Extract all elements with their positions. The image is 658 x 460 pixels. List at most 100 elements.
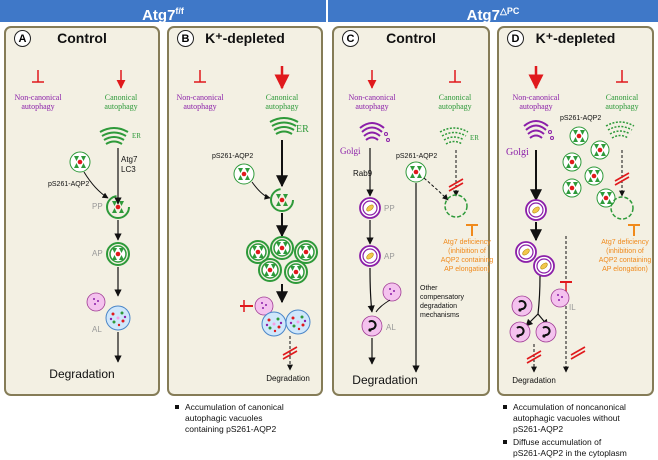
elongation-block-icon [614, 172, 630, 186]
panel-d-note-2-line-2: pS261-AQP2 in the cytoplasm [513, 448, 627, 458]
canonical-label-2: autophagy [104, 102, 137, 111]
er-label: ER [296, 124, 309, 135]
header-left-sup: f/f [175, 6, 184, 16]
deficiency-label-2: (inhibition of [448, 248, 486, 255]
noncanonical-label-2: autophagy [21, 102, 54, 111]
aqp2-to-pp-arrow [251, 181, 271, 200]
autophagosome-4 [259, 259, 281, 281]
other-label-3: degradation [420, 303, 457, 310]
deficiency-label-4: AP elongation) [602, 266, 648, 273]
phagophore [270, 188, 294, 212]
degradation-label: Degradation [49, 367, 114, 381]
golgi-label: Golgi [340, 146, 361, 156]
lysosome-fuse-line [375, 299, 391, 313]
autolysosome-1 [261, 311, 287, 337]
noncanonical-inhibit-icon [193, 69, 207, 83]
autophagosome-3 [295, 241, 317, 263]
canonical-label-2: autophagy [438, 102, 471, 111]
autophagosome-2 [271, 237, 293, 259]
panel-b-diagram: Non-canonical autophagy Canonical autoph… [176, 66, 317, 383]
lysosome [382, 282, 402, 302]
deficiency-label-3: AQP2 containing [599, 257, 652, 264]
noncanonical-autolysosome-3 [535, 321, 557, 343]
golgi-icon [523, 120, 555, 141]
panel-b-letter: B [177, 30, 194, 47]
canonical-label-2: autophagy [605, 102, 638, 111]
pp-label: PP [92, 202, 103, 211]
golgi-label: Golgi [506, 147, 529, 158]
deficiency-inhibit-icon [466, 224, 478, 236]
other-label-1: Other [420, 285, 438, 292]
header-right-base: Atg7 [466, 7, 500, 24]
ps261-label: pS261-AQP2 [212, 153, 253, 160]
canonical-label-1: Canonical [439, 93, 472, 102]
phagophore-dashed [444, 194, 468, 218]
panel-b-note-line-2: autophagic vacuoles [185, 413, 263, 423]
panel-d-note-1: Accumulation of noncanonical autophagic … [503, 402, 655, 435]
aqp2-to-pp-arrow [83, 171, 109, 199]
noncanonical-label-1: Non-canonical [176, 93, 224, 102]
autophagosome-5 [285, 261, 307, 283]
deficiency-label-1: Atg7 deficiency [601, 239, 649, 246]
noncanonical-phagophore [525, 199, 547, 221]
er-dashed-icon [605, 121, 635, 139]
ps261-label: pS261-AQP2 [396, 153, 437, 160]
header-right-sup: △PC [499, 6, 520, 16]
deficiency-label-3: AQP2 containing [441, 257, 494, 264]
canonical-label-1: Canonical [266, 93, 299, 102]
noncanonical-autophagosome-1 [515, 241, 537, 263]
phagophore-dashed [610, 196, 634, 220]
ps261-label: pS261-AQP2 [560, 115, 601, 122]
atg7-label: Atg7 [121, 155, 138, 164]
lc3-label: LC3 [121, 165, 136, 174]
canonical-label-1: Canonical [606, 93, 639, 102]
aqp2-scattered [562, 126, 616, 208]
noncanonical-label-2: autophagy [355, 102, 388, 111]
autolysosome [105, 305, 131, 331]
canonical-label-1: Canonical [105, 93, 138, 102]
aqp2-cluster [405, 161, 427, 183]
er-icon [99, 127, 129, 145]
panel-c-letter: C [342, 30, 359, 47]
panel-a-letter: A [14, 30, 31, 47]
ps261-label: pS261-AQP2 [48, 181, 89, 188]
header-left-base: Atg7 [142, 7, 176, 24]
golgi-icon [359, 122, 391, 143]
panel-a-diagram: Non-canonical autophagy Canonical autoph… [14, 69, 141, 381]
aqp2-cluster [69, 151, 91, 173]
header-atg7-pc: Atg7△PC [328, 0, 658, 24]
lysosome-inhibited [550, 281, 572, 308]
noncanonical-autophagosome-2 [533, 255, 555, 277]
panel-d-note-2: Diffuse accumulation of pS261-AQP2 in th… [503, 437, 655, 459]
panel-d-note-1-line-3: pS261-AQP2 [513, 424, 564, 434]
panel-c-diagram: Non-canonical autophagy Canonical autoph… [340, 69, 494, 387]
canonical-inhibit-icon [615, 69, 629, 83]
panel-a-title: Control [57, 30, 107, 46]
panel-d-letter: D [507, 30, 524, 47]
pp-label: PP [384, 204, 395, 213]
other-label-4: mechanisms [420, 312, 460, 319]
panel-b-note-line-1: Accumulation of canonical [185, 402, 284, 412]
ap-to-al-arrow-1 [525, 313, 539, 327]
er-icon [269, 117, 299, 135]
noncanonical-label-1: Non-canonical [14, 93, 62, 102]
degradation-label: Degradation [266, 374, 310, 383]
degradation-label: Degradation [512, 376, 556, 385]
panel-d-diagram: Non-canonical autophagy Canonical autoph… [506, 66, 651, 385]
other-label-2: compensatory [420, 294, 464, 301]
noncanonical-inhibit-icon [31, 69, 45, 83]
noncanonical-autolysosome [361, 315, 383, 337]
noncanonical-autophagosome [359, 245, 381, 267]
deficiency-label-4: AP elongation) [444, 266, 490, 273]
canonical-inhibit-icon [448, 69, 462, 83]
canonical-label-2: autophagy [265, 102, 298, 111]
cytoplasm-block-icon [570, 346, 586, 360]
panel-c: C Control [332, 26, 490, 396]
al-label: AL [92, 325, 102, 334]
autophagosome [107, 243, 129, 265]
header-atg7-ff: Atg7f/f [0, 0, 326, 24]
ap-label: AP [384, 252, 395, 261]
panel-d-note-1-line-1: Accumulation of noncanonical [513, 402, 626, 412]
ap-to-al-line [537, 275, 541, 315]
er-dashed-icon [439, 127, 469, 145]
